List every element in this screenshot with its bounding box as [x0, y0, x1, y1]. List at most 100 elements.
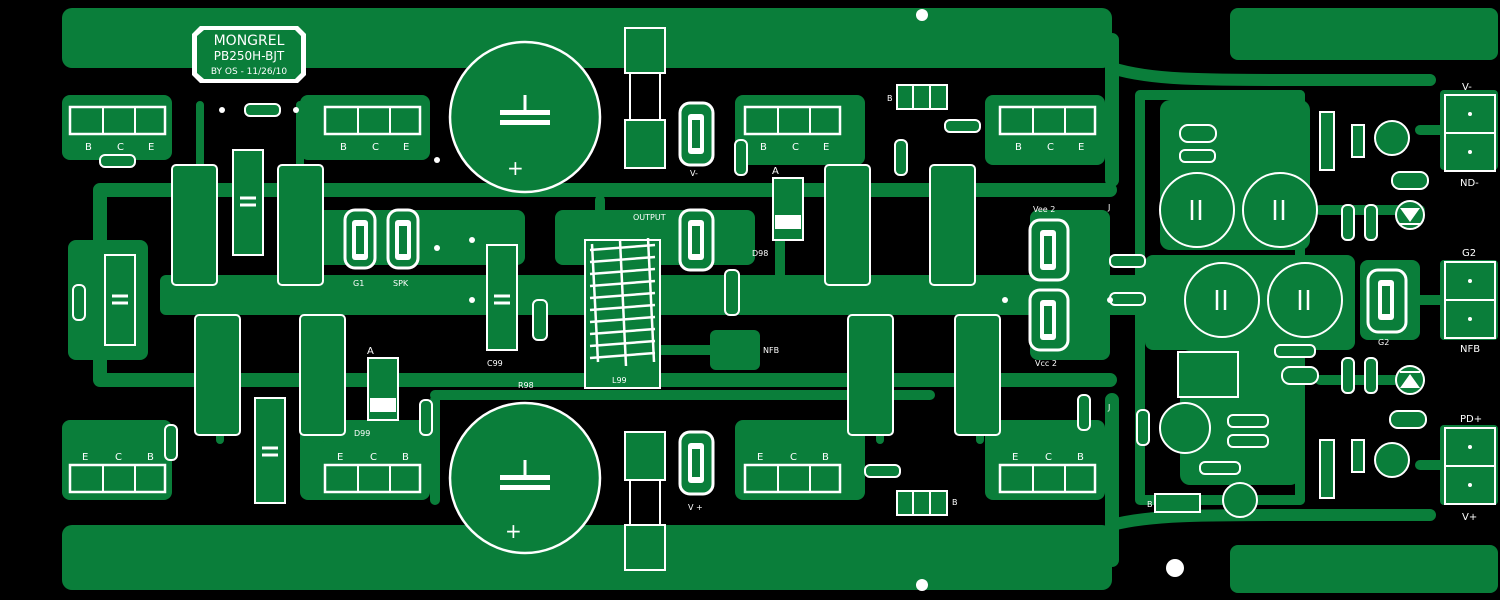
connector-pdplus-label: PD+ — [1460, 414, 1482, 425]
d98-a: A — [772, 166, 779, 177]
q4-c: C — [1047, 142, 1054, 153]
bias-psu-b: B — [1147, 500, 1153, 509]
q5-e: E — [82, 452, 88, 463]
mounting-holes — [916, 9, 1184, 591]
label-j-bottom: J — [1107, 403, 1110, 412]
transistor-q4: B C E — [998, 105, 1097, 153]
jumper-g2: G2 — [1366, 268, 1408, 347]
transistor-q3: B C E — [743, 105, 842, 153]
jumper-pads: G1 SPK OUTPUT V- V + — [343, 101, 1408, 512]
transistor-q8: E C B — [998, 452, 1097, 494]
connector-ndminus-label: ND- — [1460, 178, 1479, 189]
label-vee2: Vee 2 — [1033, 205, 1055, 214]
q3-c: C — [792, 142, 799, 153]
main-capacitor-bottom-plus: + — [505, 519, 522, 543]
connector-g2-nfb: G2 NFB — [1444, 248, 1496, 355]
d99-a: A — [367, 346, 374, 357]
q8-b: B — [1077, 452, 1084, 463]
title-block: MONGREL PB250H-BJT BY OS - 11/26/10 — [192, 26, 306, 83]
jumper-spk: SPK — [386, 208, 420, 288]
connector-vminus-label: V- — [1462, 82, 1472, 93]
q3-e: E — [823, 142, 829, 153]
regulator — [1177, 351, 1239, 398]
connector-pdplus-vplus: PD+ V+ — [1444, 414, 1496, 523]
psu-cap-marks — [1190, 200, 1310, 310]
label-spk: SPK — [393, 279, 409, 288]
label-l99: L99 — [612, 376, 627, 385]
jumper-g1: G1 — [343, 208, 377, 288]
jumper-vee2: Vee 2 — [1028, 205, 1070, 282]
small-diodes — [1351, 124, 1365, 473]
q5-c: C — [115, 452, 122, 463]
vias — [219, 107, 1113, 303]
q4-b: B — [1015, 142, 1022, 153]
connector-nfb-label: NFB — [1460, 344, 1480, 355]
small-caps — [1179, 124, 1429, 429]
label-output: OUTPUT — [633, 213, 666, 222]
q6-b: B — [402, 452, 409, 463]
label-nfb-mid: NFB — [763, 346, 779, 355]
transistor-q7: E C B — [743, 452, 842, 494]
led-bottom-icon — [1395, 365, 1425, 395]
q1-b: B — [85, 142, 92, 153]
jumper-output: OUTPUT — [633, 208, 715, 272]
psu-capacitors — [1159, 120, 1410, 518]
label-g1: G1 — [353, 279, 364, 288]
bias-bottom-b: B — [952, 498, 958, 507]
transistor-q5: E C B — [68, 452, 167, 494]
label-r98: R98 — [518, 381, 534, 390]
jumper-vcc2: Vcc 2 — [1028, 288, 1070, 368]
label-c99: C99 — [487, 359, 503, 368]
film-capacitors — [104, 149, 518, 504]
label-d98: D98 — [752, 249, 768, 258]
emitter-resistors — [171, 164, 1001, 436]
transistor-q2: B C E — [323, 105, 422, 153]
q6-e: E — [337, 452, 343, 463]
label-vcc2: Vcc 2 — [1035, 359, 1057, 368]
label-j-top: J — [1107, 203, 1110, 212]
q1-c: C — [117, 142, 124, 153]
q7-e: E — [757, 452, 763, 463]
q7-c: C — [790, 452, 797, 463]
connector-vplus-label: V+ — [1462, 512, 1477, 523]
diode-d99: A D99 — [354, 346, 399, 438]
transistor-q1: B C E — [68, 105, 167, 153]
main-capacitor-top: + — [448, 40, 602, 194]
q1-e: E — [148, 142, 154, 153]
q3-b: B — [760, 142, 767, 153]
inductor-l99: L99 — [584, 237, 661, 389]
q7-b: B — [822, 452, 829, 463]
jumper-vminus: V- — [678, 101, 715, 178]
q8-e: E — [1012, 452, 1018, 463]
jumper-vplus: V + — [678, 430, 715, 512]
label-vplus: V + — [688, 503, 703, 512]
q6-c: C — [370, 452, 377, 463]
fuse-top — [624, 27, 666, 169]
main-capacitor-top-plus: + — [507, 156, 524, 180]
transistor-q6: E C B — [323, 452, 422, 494]
diode-d98: A D98 — [752, 166, 804, 258]
bias-top-b: B — [887, 94, 893, 103]
q2-c: C — [372, 142, 379, 153]
bias-blocks: B B B — [887, 84, 1201, 516]
label-d99: D99 — [354, 429, 370, 438]
label-g2-jumper: G2 — [1378, 338, 1389, 347]
q2-e: E — [403, 142, 409, 153]
label-vminus: V- — [690, 169, 698, 178]
q8-c: C — [1045, 452, 1052, 463]
zener-resistors — [1319, 111, 1335, 499]
q4-e: E — [1078, 142, 1084, 153]
connector-g2-label: G2 — [1462, 248, 1476, 259]
title-credit: BY OS - 11/26/10 — [211, 67, 288, 77]
led-top-icon — [1395, 200, 1425, 230]
q2-b: B — [340, 142, 347, 153]
main-capacitor-bottom: + — [448, 401, 602, 555]
connector-vminus-ndminus: V- ND- — [1444, 82, 1496, 189]
cap-symbols — [112, 196, 510, 457]
title-model: PB250H-BJT — [214, 49, 285, 63]
resistors — [72, 103, 1378, 478]
q5-b: B — [147, 452, 154, 463]
title-name: MONGREL — [214, 33, 285, 49]
fuse-bottom — [624, 431, 666, 571]
